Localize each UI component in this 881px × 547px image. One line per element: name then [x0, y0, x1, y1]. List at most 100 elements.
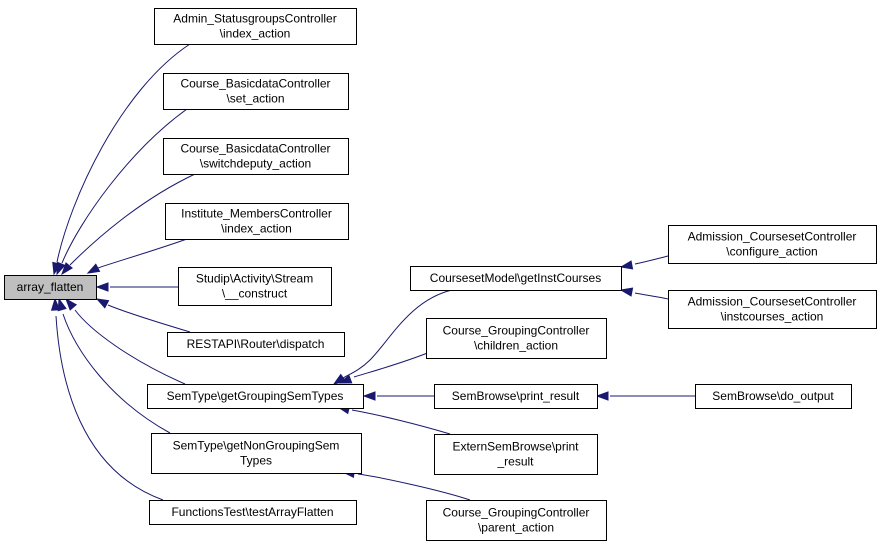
edge-institute_members-to-array_flatten	[86, 238, 188, 274]
node-label: Course_BasicdataController	[180, 142, 330, 156]
node-box	[149, 500, 357, 525]
node-label: Course_BasicdataController	[180, 77, 330, 91]
node-label: \__construct	[222, 287, 288, 301]
edge-semtype_nongrouping-to-array_flatten	[57, 297, 171, 434]
node-label: ExternSemBrowse\print	[452, 440, 579, 454]
node-label: Course_GroupingController	[443, 506, 590, 520]
edge-admission_instcourses-to-coursesetmodel	[619, 287, 669, 300]
node-sembrowse-print[interactable]: SemBrowse\print_result	[434, 384, 598, 409]
node-label: Institute_MembersController	[181, 207, 332, 221]
edge-line	[353, 351, 431, 378]
node-box	[165, 203, 349, 240]
edge-semtype_grouping-to-array_flatten	[65, 297, 186, 385]
edge-course_basicdata_switchdeputy-to-array_flatten	[61, 173, 196, 276]
node-box	[434, 384, 598, 409]
node-semtype-grouping[interactable]: SemType\getGroupingSemTypes	[147, 384, 364, 409]
node-box	[434, 434, 598, 475]
node-externsembrowse-print[interactable]: ExternSemBrowse\print_result	[434, 434, 598, 475]
edge-line	[56, 43, 191, 263]
node-box	[695, 384, 852, 409]
arrowhead-icon	[50, 297, 61, 311]
node-box	[163, 138, 349, 175]
node-box	[163, 73, 349, 110]
edge-line	[69, 173, 196, 266]
node-admission-configure[interactable]: Admission_CoursesetController\configure_…	[668, 225, 877, 264]
arrowhead-icon	[619, 287, 634, 297]
node-label: \parent_action	[478, 521, 554, 535]
node-label: RESTAPI\Router\dispatch	[187, 337, 325, 351]
arrowhead-icon	[619, 260, 634, 270]
node-label: \switchdeputy_action	[200, 157, 311, 171]
node-label: \set_action	[226, 92, 284, 106]
edge-line	[107, 304, 191, 333]
node-box	[410, 266, 622, 291]
arrowhead-icon	[95, 282, 109, 292]
edge-course_grouping_children-to-semtype_grouping	[338, 351, 431, 384]
node-label: Admission_CoursesetController	[688, 295, 857, 309]
node-label: Admission_CoursesetController	[688, 230, 857, 244]
edge-line	[61, 108, 188, 264]
arrowhead-icon	[362, 391, 376, 401]
node-box	[4, 275, 97, 300]
arrowhead-icon	[95, 298, 110, 309]
arrowhead-icon	[86, 263, 101, 274]
node-box	[151, 433, 362, 474]
arrowhead-icon	[57, 297, 67, 312]
edge-line	[97, 238, 188, 269]
node-box	[426, 318, 607, 359]
nodes-layer: array_flatten Admin_StatusgroupsControlle…	[4, 8, 877, 541]
edge-line	[357, 473, 471, 501]
edge-sembrowse_output-to-sembrowse_print	[595, 391, 695, 401]
node-coursesetmodel[interactable]: CoursesetModel\getInstCourses	[410, 266, 622, 291]
edge-sembrowse_print-to-semtype_grouping	[362, 391, 434, 401]
node-admin-statusgroups[interactable]: Admin_StatusgroupsController\index_actio…	[154, 8, 357, 45]
node-label: _result	[496, 455, 534, 469]
node-label: SemBrowse\print_result	[452, 389, 580, 403]
node-label: Admin_StatusgroupsController	[173, 12, 336, 26]
node-course-grouping-parent[interactable]: Course_GroupingController\parent_action	[426, 500, 607, 541]
node-box	[154, 8, 357, 45]
node-course-basicdata-set[interactable]: Course_BasicdataController\set_action	[163, 73, 349, 110]
node-course-grouping-children[interactable]: Course_GroupingController\children_actio…	[426, 318, 607, 359]
node-label: SemBrowse\do_output	[712, 389, 834, 403]
edge-line	[74, 309, 186, 385]
node-label: FunctionsTest\testArrayFlatten	[171, 505, 333, 519]
node-box	[147, 384, 364, 409]
edge-line	[62, 313, 171, 434]
node-box	[167, 332, 345, 357]
node-institute-members[interactable]: Institute_MembersController\index_action	[165, 203, 349, 240]
node-label: SemType\getNonGroupingSem	[173, 439, 340, 453]
node-label: \configure_action	[726, 245, 817, 259]
node-course-basicdata-switchdeputy[interactable]: Course_BasicdataController\switchdeputy_…	[163, 138, 349, 175]
node-array-flatten[interactable]: array_flatten	[4, 275, 97, 300]
node-label: CoursesetModel\getInstCourses	[430, 271, 601, 285]
node-box	[426, 500, 607, 541]
node-admission-instcourses[interactable]: Admission_CoursesetController\instcourse…	[668, 290, 877, 329]
edge-externsembrowse_print-to-semtype_grouping	[336, 405, 451, 435]
node-label: Types	[240, 454, 272, 468]
node-box	[178, 267, 332, 306]
node-sembrowse-output[interactable]: SemBrowse\do_output	[695, 384, 852, 409]
node-studip-activity-stream[interactable]: Studip\Activity\Stream\__construct	[178, 267, 332, 306]
node-label: SemType\getGroupingSemTypes	[167, 389, 344, 403]
arrowhead-icon	[56, 261, 66, 276]
node-label: \instcourses_action	[721, 310, 824, 324]
node-label: Studip\Activity\Stream	[196, 272, 313, 286]
node-label: array_flatten	[17, 280, 84, 294]
edge-line	[634, 292, 669, 300]
node-box	[668, 290, 877, 329]
node-functionstest[interactable]: FunctionsTest\testArrayFlatten	[149, 500, 357, 525]
edge-studip_activity_stream-to-array_flatten	[95, 282, 178, 292]
arrowhead-icon	[338, 374, 353, 384]
edge-restapi_router-to-array_flatten	[95, 298, 191, 333]
edge-line	[342, 289, 453, 379]
arrowhead-icon	[61, 262, 73, 276]
node-label: Course_GroupingController	[443, 324, 590, 338]
arrowhead-icon	[65, 297, 78, 311]
node-restapi-router[interactable]: RESTAPI\Router\dispatch	[167, 332, 345, 357]
edge-course_basicdata_set-to-array_flatten	[56, 108, 188, 276]
edge-admission_configure-to-coursesetmodel	[619, 255, 669, 270]
node-label: \children_action	[474, 339, 558, 353]
